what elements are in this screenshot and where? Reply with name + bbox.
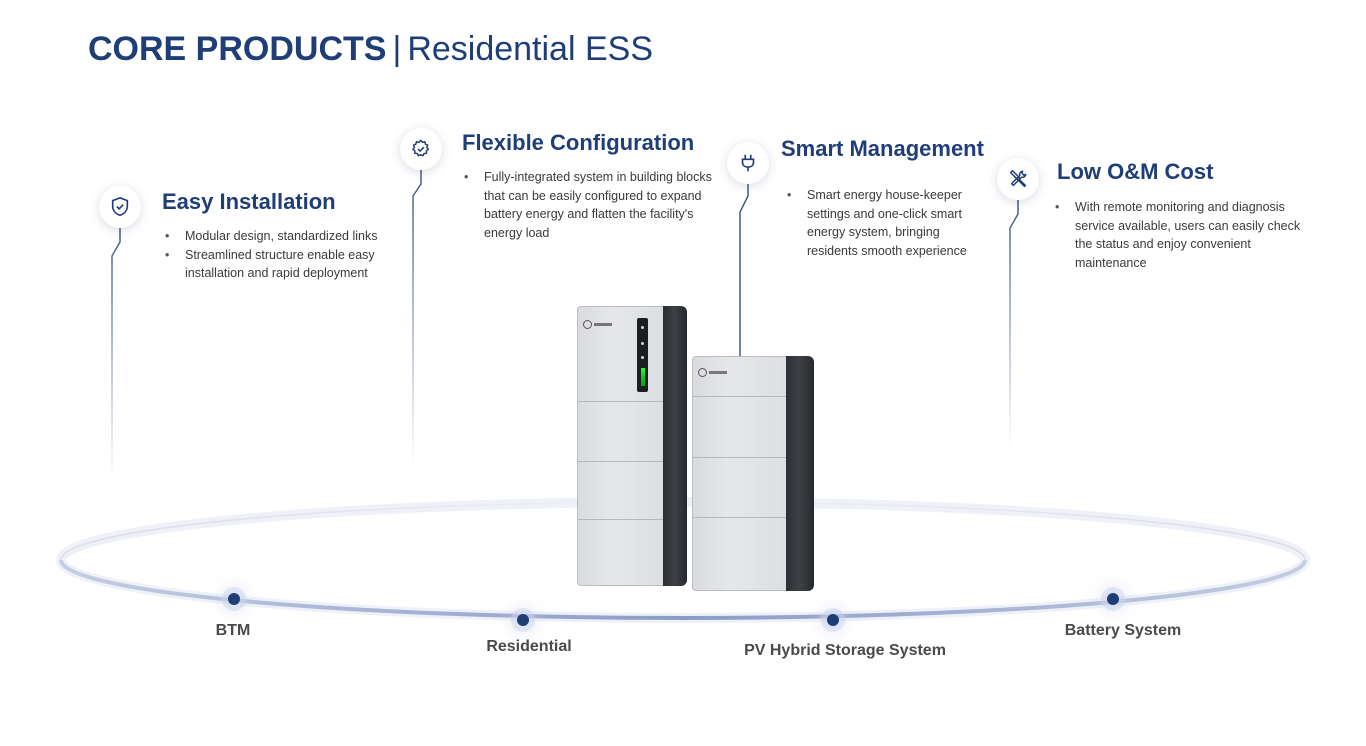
plug-icon [741, 154, 755, 172]
battery-unit-short [692, 356, 814, 591]
feature-4-bullet-1: With remote monitoring and diagnosis ser… [1053, 198, 1303, 272]
feature-3-icon-wrap [727, 142, 769, 184]
feature-2-icon-wrap [400, 128, 442, 170]
page-title: CORE PRODUCTS|Residential ESS [88, 30, 653, 69]
connector-line-3 [739, 184, 749, 360]
connector-line-4 [1009, 200, 1019, 450]
feature-3-title: Smart Management [781, 136, 984, 161]
shield-check-icon [111, 196, 129, 217]
feature-1-icon-wrap [99, 186, 141, 228]
feature-3-list: Smart energy house-keeper settings and o… [785, 186, 985, 260]
feature-1-bullet-2: Streamlined structure enable easy instal… [163, 246, 403, 283]
feature-3-bullet-1: Smart energy house-keeper settings and o… [785, 186, 985, 260]
feature-4-icon-wrap [997, 158, 1039, 200]
connector-line-1 [111, 228, 121, 480]
feature-4-list: With remote monitoring and diagnosis ser… [1053, 198, 1303, 272]
connector-line-2 [412, 170, 422, 468]
category-dot-2 [517, 614, 529, 626]
tools-icon [1009, 169, 1027, 188]
title-subtitle: Residential ESS [407, 30, 653, 68]
feature-4-title: Low O&M Cost [1057, 159, 1214, 184]
gear-check-icon [412, 139, 430, 157]
feature-2-list: Fully-integrated system in building bloc… [462, 168, 712, 242]
feature-2-bullet-1: Fully-integrated system in building bloc… [462, 168, 712, 242]
category-label-residential: Residential [486, 638, 572, 655]
category-dot-4 [1107, 593, 1119, 605]
battery-unit-tall [577, 306, 687, 586]
title-bold: CORE PRODUCTS [88, 30, 387, 68]
feature-1-bullet-1: Modular design, standardized links [163, 227, 403, 246]
category-label-battery-system: Battery System [1064, 622, 1182, 639]
category-dot-3 [827, 614, 839, 626]
platform-ring-bottom [59, 559, 1307, 620]
title-separator: | [392, 30, 402, 68]
category-label-btm: BTM [215, 622, 251, 639]
category-dot-1 [228, 593, 240, 605]
category-label-pv-hybrid: PV Hybrid Storage System [744, 642, 946, 659]
feature-1-list: Modular design, standardized links Strea… [163, 227, 403, 283]
feature-2-title: Flexible Configuration [462, 130, 695, 155]
feature-1-title: Easy Installation [162, 189, 336, 214]
